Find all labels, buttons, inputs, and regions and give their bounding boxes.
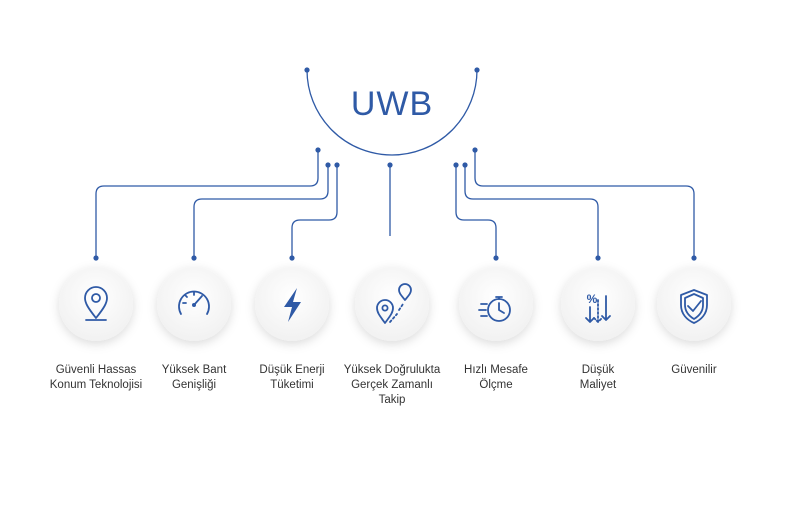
connector-dot bbox=[595, 255, 601, 261]
feature-circle bbox=[59, 267, 133, 341]
feature-low-cost: % bbox=[561, 267, 635, 341]
connector-dot bbox=[493, 255, 499, 261]
connector-dot bbox=[191, 255, 197, 261]
hub-arc bbox=[306, 69, 478, 156]
shield-check-icon bbox=[680, 289, 708, 324]
percent-down-icon: % bbox=[585, 292, 611, 323]
connector-dot bbox=[453, 162, 459, 168]
feature-real-time-tracking bbox=[355, 267, 429, 341]
svg-text:%: % bbox=[587, 292, 598, 306]
hub-arc-end-right bbox=[474, 67, 480, 73]
connector-dot bbox=[93, 255, 99, 261]
connector-fast-ranging bbox=[455, 165, 497, 258]
hub-arc-end-left bbox=[304, 67, 310, 73]
stopwatch-icon bbox=[478, 296, 511, 322]
label-low-energy: Düşük Enerji Tüketimi bbox=[259, 364, 325, 391]
hub-title: UWB bbox=[351, 85, 433, 123]
route-pins-icon bbox=[376, 283, 412, 324]
label-fast-ranging: Hızlı Mesafe Ölçme bbox=[464, 364, 528, 391]
feature-fast-ranging bbox=[459, 267, 533, 341]
connector-precise-location bbox=[95, 150, 319, 258]
feature-low-energy bbox=[255, 267, 329, 341]
feature-reliable bbox=[657, 267, 731, 341]
feature-circle bbox=[459, 267, 533, 341]
connector-dot bbox=[289, 255, 295, 261]
lightning-icon bbox=[284, 288, 301, 322]
connector-dot bbox=[472, 147, 478, 153]
connector-dot bbox=[691, 255, 697, 261]
location-pin-icon bbox=[84, 286, 108, 321]
label-real-time-tracking: Yüksek Doğrulukta Gerçek Zamanlı Takip bbox=[343, 364, 441, 406]
feature-circle bbox=[657, 267, 731, 341]
feature-precise-location bbox=[59, 267, 133, 341]
speedometer-icon bbox=[178, 290, 210, 315]
connectors bbox=[93, 147, 697, 261]
connector-reliable bbox=[474, 150, 695, 258]
connector-dot bbox=[325, 162, 331, 168]
connector-dot bbox=[315, 147, 321, 153]
connector-low-cost bbox=[464, 165, 599, 258]
label-precise-location: Güvenli Hassas Konum Teknolojisi bbox=[49, 364, 143, 391]
connector-dot bbox=[462, 162, 468, 168]
connector-low-energy bbox=[291, 165, 338, 258]
connector-dot bbox=[334, 162, 340, 168]
feature-high-bandwidth bbox=[157, 267, 231, 341]
connector-high-bandwidth bbox=[193, 165, 329, 258]
uwb-hub: UWB bbox=[304, 67, 480, 156]
label-reliable: Güvenilir bbox=[671, 364, 717, 376]
connector-dot bbox=[387, 162, 393, 168]
label-high-bandwidth: Yüksek Bant Genişliği bbox=[161, 364, 227, 391]
label-low-cost: Düşük Maliyet bbox=[579, 364, 617, 391]
